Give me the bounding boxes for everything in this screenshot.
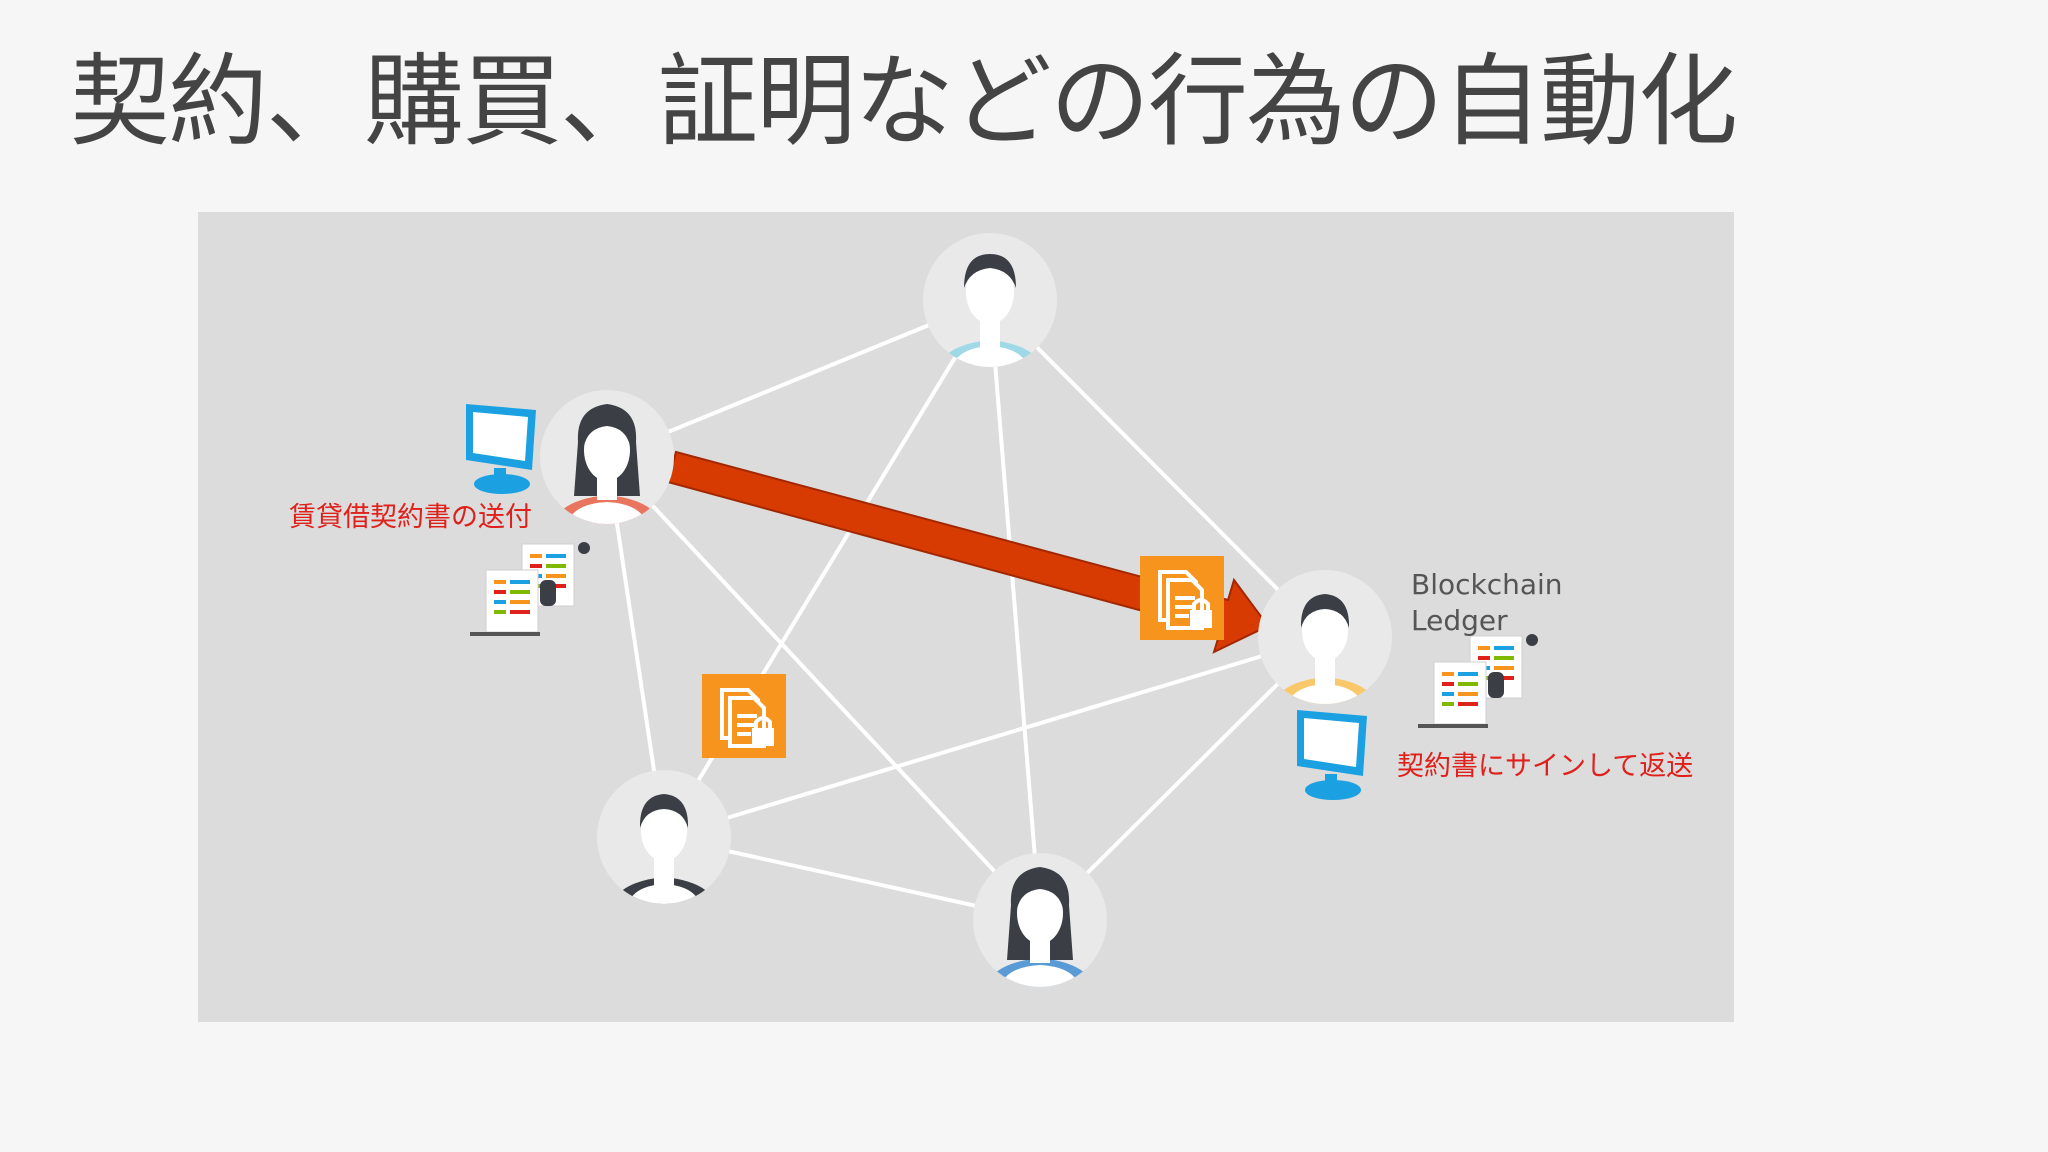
link-top-botmid — [988, 299, 1042, 921]
locked-document-icon — [1140, 556, 1224, 640]
ledger-label-line2: Ledger — [1411, 604, 1508, 637]
ledger-documents-icon — [1418, 634, 1538, 728]
contract-arrow — [666, 450, 1270, 654]
link-right-botleft — [663, 635, 1326, 839]
monitor-icon — [1297, 710, 1367, 800]
locked-document-icon — [702, 674, 786, 758]
person-node-top — [923, 233, 1057, 367]
person-node-receiver — [1258, 570, 1392, 704]
ledger-label-line1: Blockchain — [1411, 568, 1563, 601]
network-diagram: 賃貸借契約書の送付 契約書にサインして返送 Blockchain Ledger — [198, 212, 1734, 1022]
person-node-bottom-middle — [973, 853, 1107, 987]
monitor-icon — [466, 404, 536, 494]
person-node-bottom-left — [597, 770, 731, 904]
ledger-documents-icon — [470, 542, 590, 636]
slide-title: 契約、購買、証明などの行為の自動化 — [70, 43, 1738, 160]
link-left-botmid — [605, 455, 1042, 922]
link-top-right — [988, 298, 1327, 639]
link-top-left — [606, 298, 991, 459]
send-contract-label: 賃貸借契約書の送付 — [289, 502, 532, 533]
sign-return-label: 契約書にサインして返送 — [1397, 751, 1693, 782]
